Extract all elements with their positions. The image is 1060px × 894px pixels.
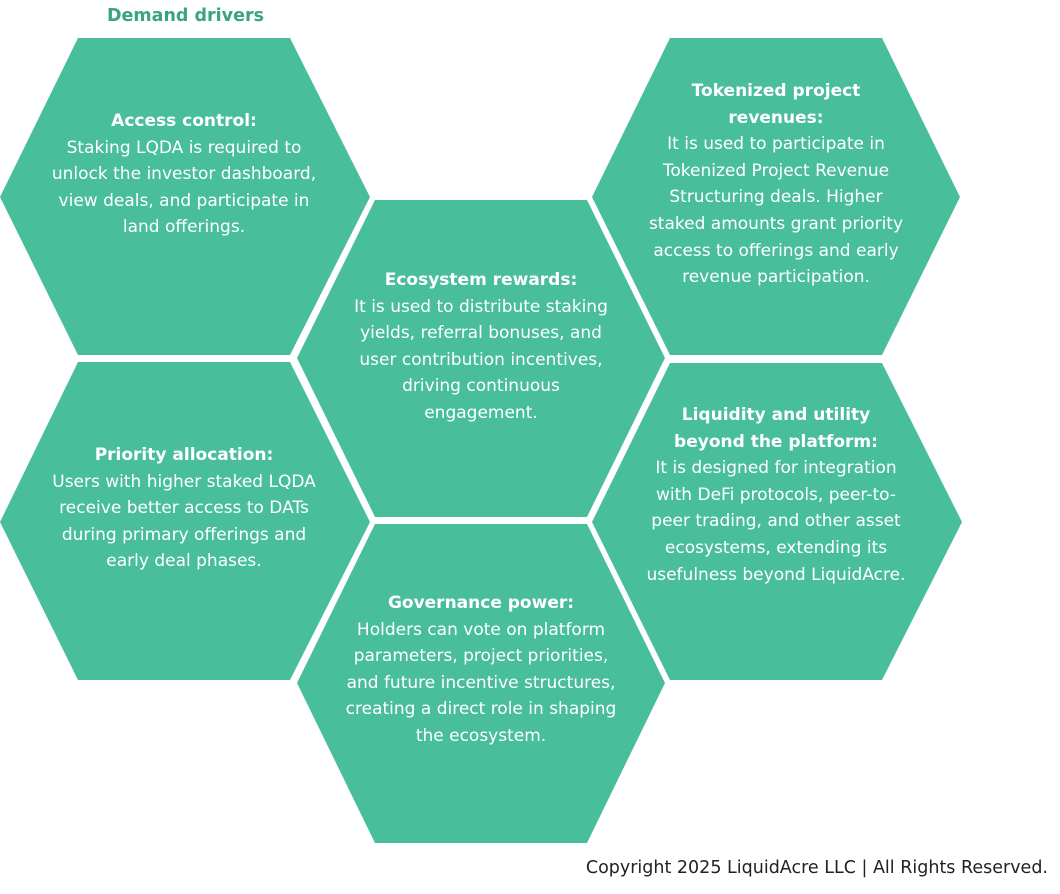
hex-ecosystem-rewards [297,200,665,517]
driver-heading: Ecosystem rewards: [384,270,578,290]
driver-description: It is designed for integration with DeFi… [646,458,906,585]
driver-ecosystem-rewards: Ecosystem rewards: It is used to distrib… [351,267,611,427]
hex-access-control [0,38,370,355]
driver-heading: Governance power: [387,593,575,613]
hex-liquidity-utility [592,363,962,680]
diagram-title: Demand drivers [107,6,264,26]
driver-heading: Liquidity and utility beyond the platfor… [674,405,878,452]
driver-access-control: Access control: Staking LQDA is required… [50,108,318,241]
driver-heading: Tokenized project revenues: [691,81,861,128]
driver-governance-power: Governance power: Holders can vote on pl… [341,590,621,750]
hex-tokenized-revenues [592,38,960,355]
hex-priority-allocation [0,362,370,680]
copyright-footer: Copyright 2025 LiquidAcre LLC | All Righ… [585,858,1048,878]
driver-priority-allocation: Priority allocation: Users with higher s… [40,442,328,575]
driver-description: It is used to distribute staking yields,… [354,296,608,423]
driver-liquidity-utility: Liquidity and utility beyond the platfor… [646,402,906,588]
driver-description: Users with higher staked LQDA receive be… [52,471,316,572]
driver-tokenized-revenues: Tokenized project revenues: It is used t… [648,78,904,291]
hex-governance-power [297,524,665,843]
driver-description: Staking LQDA is required to unlock the i… [51,137,317,238]
driver-description: Holders can vote on platform parameters,… [345,619,617,746]
driver-heading: Priority allocation: [94,445,274,465]
driver-description: It is used to participate in Tokenized P… [648,134,904,288]
driver-heading: Access control: [111,111,257,131]
